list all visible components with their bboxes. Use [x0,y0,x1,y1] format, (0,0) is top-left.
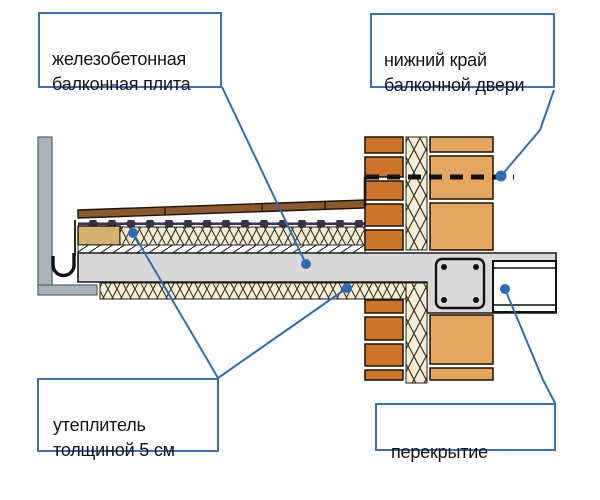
vapor-membrane [78,220,365,227]
label-floor-slab-text: перекрытие [391,441,488,462]
wall-brick-column-inner [364,136,404,381]
label-door-edge-text: нижний край балконной двери [384,49,525,95]
drip-edge [51,220,76,278]
screed-layer [77,244,366,254]
leader-dot-floor-slab [500,284,510,294]
top-insulation-layer [119,226,366,246]
leader-dot-balcony-slab [301,259,311,269]
balcony-parapet [37,136,98,296]
label-insulation-text: утеплитель толщиной 5 см [53,414,175,460]
wall-insulation-strip [405,136,428,384]
decking-board [77,199,366,219]
leader-insulation-bottom [217,287,348,379]
label-insulation: утеплитель толщиной 5 см [37,378,219,460]
rebar-section [434,257,486,310]
label-balcony-slab: железобетонная балконная плита [38,12,222,94]
label-floor-slab: перекрытие [375,403,556,462]
leader-insulation-top [132,232,219,379]
wood-edge-block [77,225,121,246]
leader-dots [128,170,510,294]
lower-insulation-layer [99,282,407,300]
leader-floor-slab [504,288,556,404]
leader-lines [132,86,556,404]
label-balcony-slab-text: железобетонная балконная плита [52,48,191,94]
leader-dot-door-edge [495,170,507,182]
decking-joints [164,202,326,215]
leader-balcony-slab [221,86,307,265]
leader-dot-insulation-top [128,228,138,238]
label-door-edge: нижний край балконной двери [370,13,555,95]
leader-dot-insulation-bottom [342,283,352,293]
leader-door-edge [500,89,555,177]
